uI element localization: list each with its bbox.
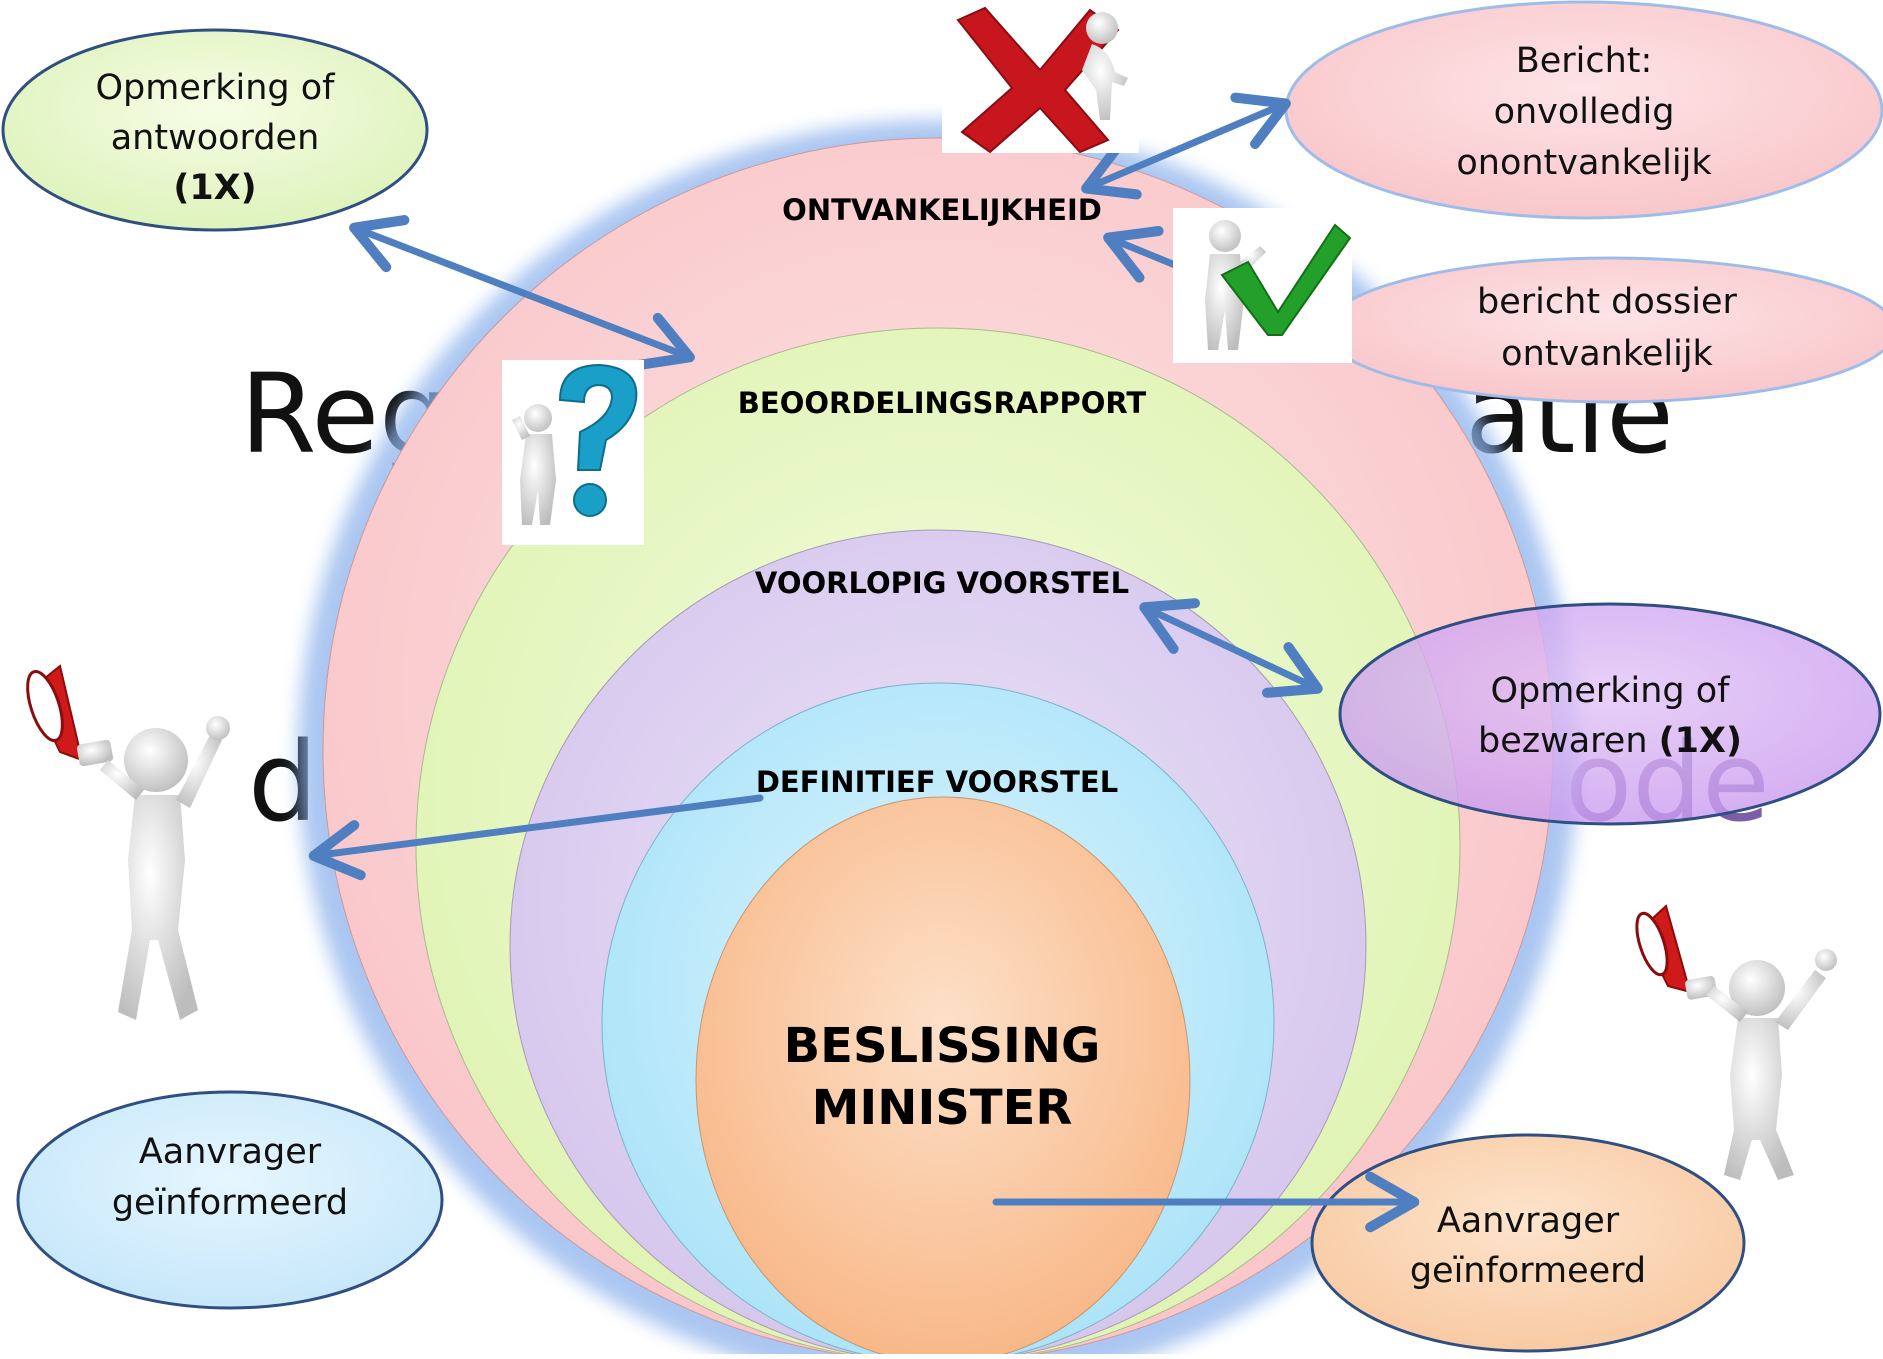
label-ontvankelijkheid: ONTVANKELIJKHEID [782, 193, 1102, 227]
bubble-top-left-line1: Opmerking of [95, 68, 335, 108]
bubble-bericht-onvolledig: Bericht: onvolledig onontvankelijk [1284, 0, 1883, 220]
bubble-top-right-line2: onvolledig [1494, 92, 1675, 132]
label-definitief-voorstel: DEFINITIEF VOORSTEL [756, 765, 1118, 799]
bubble-bottom-right-line2: geïnformeerd [1410, 1251, 1646, 1291]
bubble-mid-right-line2: ontvankelijk [1501, 334, 1713, 374]
core-beslissing-minister [695, 796, 1191, 1359]
bubble-opmerking-bezwaren: Opmerking of bezwaren (1X) [1338, 602, 1882, 826]
arrow-dossier-ontvankelijkheid [1103, 225, 1179, 283]
arrow-definitief-aanvrager [308, 794, 764, 881]
bubble-purple-line2: bezwaren (1X) [1478, 721, 1742, 761]
bubble-top-right-line1: Bericht: [1516, 41, 1653, 81]
bubble-purple-line2-normal: bezwaren [1478, 721, 1659, 761]
label-voorlopig-voorstel: VOORLOPIG VOORSTEL [755, 566, 1129, 600]
bubble-mid-right-line1: bericht dossier [1477, 282, 1737, 322]
question-figure-icon [502, 360, 644, 545]
bubble-bottom-left-line2: geïnformeerd [112, 1183, 348, 1223]
bubble-top-left-line2: antwoorden [111, 118, 320, 158]
bubble-purple-line1: Opmerking of [1490, 671, 1730, 711]
label-minister: MINISTER [812, 1080, 1073, 1136]
arrow-voorlopig-bezwaren [1139, 598, 1323, 698]
bubble-opmerking-antwoorden: Opmerking of antwoorden (1X) [1, 28, 429, 232]
bubble-bottom-left-line1: Aanvrager [139, 1132, 322, 1172]
bubble-bottom-right-line1: Aanvrager [1437, 1201, 1620, 1241]
megaphone-figure-icon-left [26, 664, 230, 1020]
label-beslissing: BESLISSING [784, 1018, 1101, 1074]
bubble-top-right-line3: onontvankelijk [1456, 143, 1712, 183]
arrow-opmerking-beoordeling [349, 215, 695, 370]
bubble-purple-line2-bold: (1X) [1659, 721, 1742, 761]
arrow-ontvankelijkheid-bericht [1081, 92, 1291, 200]
bubble-aanvrager-geinformeerd-left: Aanvrager geïnformeerd [16, 1090, 444, 1310]
arrows [308, 92, 1420, 1233]
bubble-top-left-line3: (1X) [173, 168, 256, 208]
red-x-figure-icon [942, 5, 1139, 154]
green-check-figure-icon [1173, 208, 1352, 363]
label-beoordelingsrapport: BEOORDELINGSRAPPORT [738, 386, 1147, 420]
bubble-aanvrager-geinformeerd-right: Aanvrager geïnformeerd [1310, 1133, 1746, 1353]
bubble-dossier-ontvankelijk: bericht dossier ontvankelijk [1323, 256, 1883, 404]
megaphone-figure-icon-right [1635, 904, 1837, 1180]
